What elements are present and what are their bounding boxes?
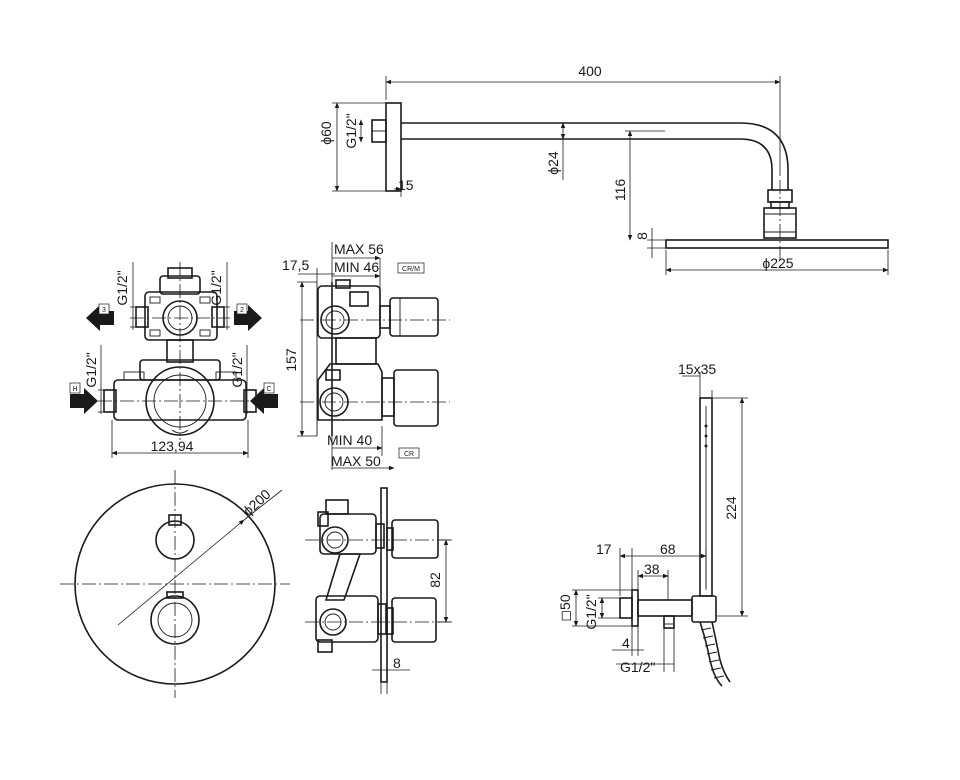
dim-thread-bottom-right: G1/2" <box>229 352 245 387</box>
dim-side-height: 157 <box>283 348 299 372</box>
shower-arm-view: 400 ϕ60 G1/2" 15 ϕ24 116 8 ϕ225 <box>318 63 889 275</box>
dim-offset-68: 68 <box>660 541 676 557</box>
dim-plate-thickness: 8 <box>393 655 401 671</box>
dim-outlet-square: ◻50 <box>557 594 573 621</box>
dim-thread-bottom-left: G1/2" <box>83 352 99 387</box>
shower-head <box>665 239 889 249</box>
cover-plate-view: ϕ200 <box>60 470 290 698</box>
dim-max-bottom: MAX 50 <box>331 453 381 469</box>
dim-gap-4: 4 <box>622 635 630 651</box>
port-3-arrow: 3 <box>86 303 114 331</box>
dim-offset-38: 38 <box>644 561 660 577</box>
port-2-arrow: 2 <box>234 303 262 331</box>
installed-side-view: 82 8 <box>305 487 452 694</box>
finish-tag-bottom: CR <box>404 451 414 458</box>
svg-text:3: 3 <box>102 307 106 314</box>
mixer-knob <box>150 595 200 645</box>
dim-side-offset: 17,5 <box>282 257 309 273</box>
dim-max-top: MAX 56 <box>334 241 384 257</box>
wall-outlet-plate <box>631 589 639 627</box>
diverter-knob <box>155 520 195 560</box>
dim-min-top: MIN 46 <box>334 259 379 275</box>
diverter-module-side <box>317 285 381 339</box>
dim-flange-dia: ϕ60 <box>318 121 334 145</box>
wall-flange <box>385 102 402 192</box>
dim-min-bottom: MIN 40 <box>327 432 372 448</box>
dim-thread-top-right: G1/2" <box>208 270 224 305</box>
mixer-module-side <box>317 363 383 421</box>
dim-arm-length: 400 <box>578 63 602 79</box>
valve-side-view: 17,5 MAX 56 MIN 46 CR/M 157 MIN 40 MAX 5… <box>282 241 450 471</box>
diverter-body <box>144 291 218 341</box>
arm-tube <box>401 122 789 190</box>
svg-text:C: C <box>266 386 271 393</box>
installed-cover-plate <box>380 487 388 683</box>
cold-inlet-arrow: C <box>250 382 278 414</box>
dim-arm-thread: G1/2" <box>343 113 359 148</box>
svg-text:H: H <box>72 386 77 393</box>
hot-inlet-arrow: H <box>69 382 98 414</box>
finish-tag-top: CR/M <box>402 266 420 273</box>
dim-head-thickness: 8 <box>634 232 650 240</box>
dim-thread-bottom: G1/2" <box>620 659 655 675</box>
valve-front-view: 3 2 H C G1/2" G1/2" G1/2" <box>69 262 278 458</box>
dim-outlet-thread: G1/2" <box>583 594 599 629</box>
dim-knob-spacing: 82 <box>427 572 443 588</box>
dim-offset-17: 17 <box>596 541 612 557</box>
diverter-knob-side <box>389 297 439 337</box>
dim-valve-width: 123,94 <box>151 438 194 454</box>
dim-head-dia: ϕ225 <box>762 255 793 271</box>
mixer-knob-side <box>393 369 439 427</box>
shower-hose <box>699 621 723 687</box>
dim-hand-length: 224 <box>723 496 739 520</box>
dim-tube-dia: ϕ24 <box>545 151 561 175</box>
dim-flange-depth: 15 <box>398 177 414 193</box>
dim-arm-drop: 116 <box>612 179 628 202</box>
hand-shower-view: 15x35 224 17 68 38 ◻50 G1/2" 4 G1/2" <box>557 361 748 687</box>
svg-text:2: 2 <box>240 307 244 314</box>
wall-outlet-arm <box>637 599 693 617</box>
dim-handle-size: 15x35 <box>678 361 716 377</box>
dim-plate-dia: ϕ200 <box>240 486 274 519</box>
dim-thread-top-left: G1/2" <box>114 270 130 305</box>
